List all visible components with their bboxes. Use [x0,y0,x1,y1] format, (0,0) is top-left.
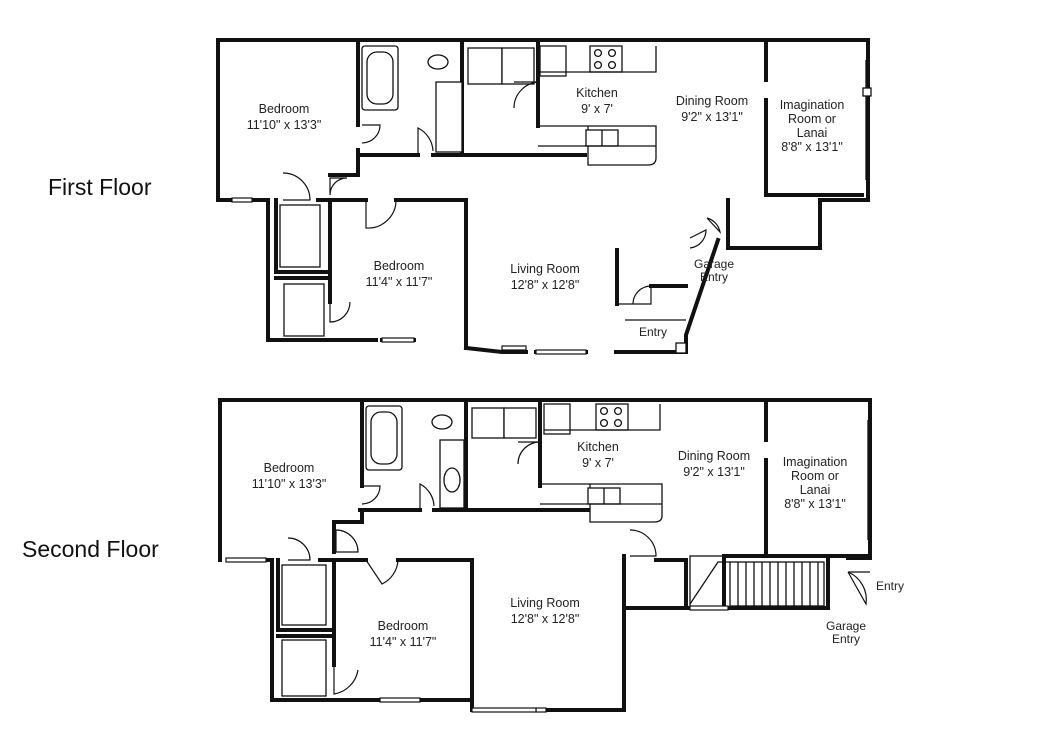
first-floor-plan: Bedroom 11'10" x 13'3" Kitchen 9' x 7' D… [216,38,872,355]
garage-entry-label-line2: Entry [832,632,860,646]
living-room-size: 12'8" x 12'8" [511,278,580,292]
entry-label: Entry [639,325,667,339]
dining-room-size: 9'2" x 13'1" [683,465,745,479]
dining-room-size: 9'2" x 13'1" [681,110,743,124]
bedroom-label: Bedroom [259,102,310,116]
second-floor-title: Second Floor [22,536,159,562]
bedroom-2-label: Bedroom [378,619,429,633]
windows [231,197,587,355]
garage-entry-label-line1: Garage [694,257,734,271]
room-labels: Bedroom 11'10" x 13'3" Kitchen 9' x 7' D… [252,440,904,649]
kitchen-size: 9' x 7' [582,456,614,470]
imagination-room-size: 8'8" x 13'1" [784,497,846,511]
room-labels: Bedroom 11'10" x 13'3" Kitchen 9' x 7' D… [247,86,845,339]
doors [282,81,721,323]
kitchen-label: Kitchen [576,86,618,100]
stairs [689,561,825,607]
first-floor-title: First Floor [48,174,152,200]
garage-entry-label-line1: Garage [826,619,866,633]
living-room-size: 12'8" x 12'8" [511,612,580,626]
imagination-room-label-line3: Lanai [800,483,831,497]
fixtures [281,403,869,697]
dining-room-label: Dining Room [678,449,750,463]
entry-label: Entry [876,579,904,593]
imagination-room-label-line2: Room or [788,112,836,126]
living-room-label: Living Room [510,262,579,276]
interior-walls [276,400,870,702]
windows [225,557,729,713]
garage-entry-label-line2: Entry [700,270,728,284]
second-floor-plan: Bedroom 11'10" x 13'3" Kitchen 9' x 7' D… [218,398,904,713]
imagination-room-label-line1: Imagination [783,455,848,469]
imagination-room-label-line3: Lanai [797,126,828,140]
kitchen-size: 9' x 7' [581,102,613,116]
bedroom-2-size: 11'4" x 11'7" [370,635,437,649]
bedroom-2-size: 11'4" x 11'7" [366,275,433,289]
living-room-label: Living Room [510,596,579,610]
imagination-room-label-line2: Room or [791,469,839,483]
kitchen-label: Kitchen [577,440,619,454]
bedroom-label: Bedroom [264,461,315,475]
imagination-room-size: 8'8" x 13'1" [781,140,843,154]
doors [287,441,870,695]
fixtures [279,45,872,354]
bedroom-size: 11'10" x 13'3" [247,118,322,132]
bedroom-2-label: Bedroom [374,259,425,273]
dining-room-label: Dining Room [676,94,748,108]
bedroom-size: 11'10" x 13'3" [252,477,327,491]
imagination-room-label-line1: Imagination [780,98,845,112]
